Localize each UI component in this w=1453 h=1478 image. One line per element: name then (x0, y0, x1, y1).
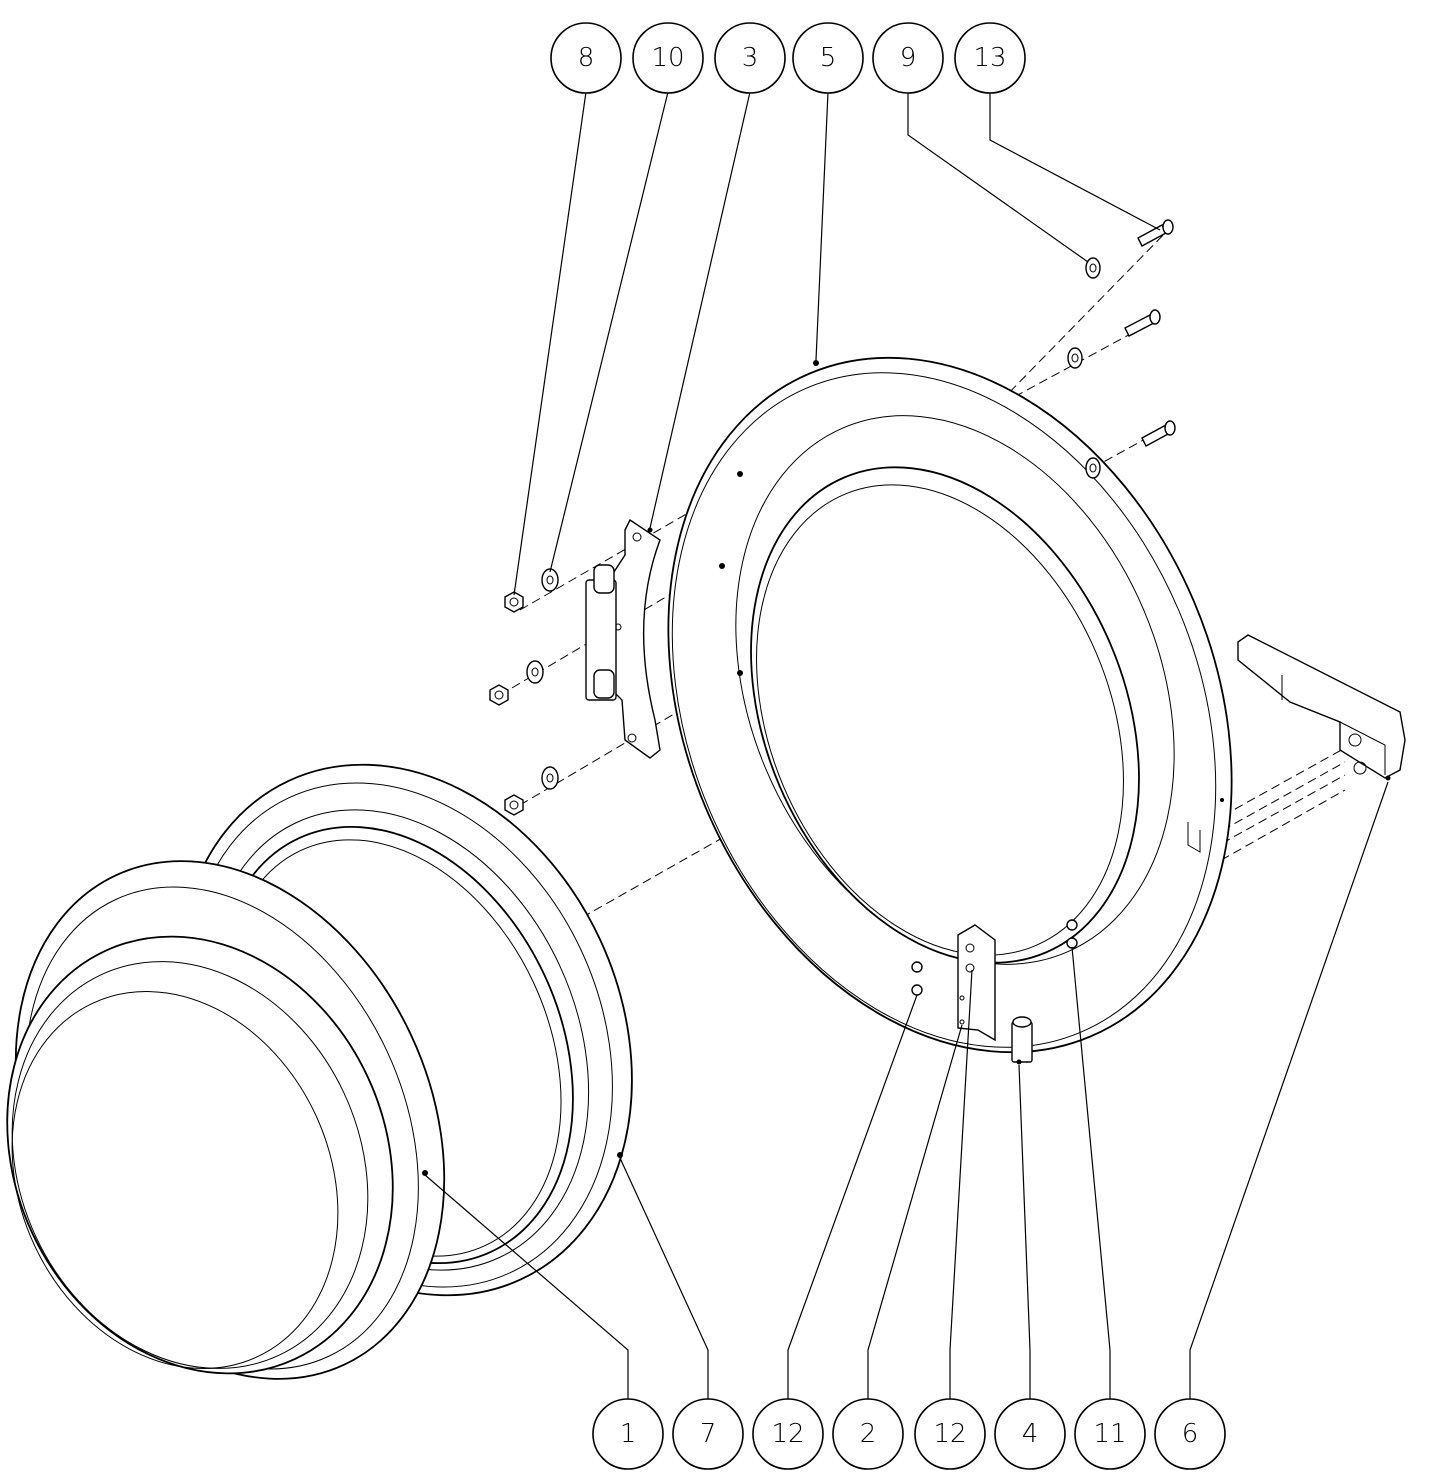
callout-12-left: 12 (752, 1398, 824, 1470)
door-frame-ring (667, 356, 1233, 1054)
callout-3: 3 (714, 22, 786, 94)
callout-13: 13 (954, 22, 1026, 94)
callout-label: 8 (578, 43, 595, 73)
callout-label: 11 (1093, 1419, 1126, 1449)
callout-label: 10 (651, 43, 684, 73)
hinge-plate (585, 518, 661, 759)
callout-label: 1 (620, 1419, 637, 1449)
callout-10: 10 (632, 22, 704, 94)
callout-12-right: 12 (914, 1398, 986, 1470)
callout-label: 12 (771, 1419, 804, 1449)
hinge-bracket (911, 919, 1078, 1042)
callout-label: 13 (973, 43, 1006, 73)
hinge-pin-block (1011, 1016, 1033, 1065)
callout-11: 11 (1074, 1398, 1146, 1470)
callout-9: 9 (872, 22, 944, 94)
door-glass-bowl (6, 860, 446, 1380)
callout-7: 7 (672, 1398, 744, 1470)
callout-label: 4 (1022, 1419, 1039, 1449)
callout-label: 7 (700, 1419, 717, 1449)
nuts-and-washers (489, 568, 559, 816)
callouts-top: 8 10 3 5 9 13 (550, 22, 1026, 94)
callout-1: 1 (592, 1398, 664, 1470)
callout-2: 2 (832, 1398, 904, 1470)
callout-label: 2 (860, 1419, 877, 1449)
callout-label: 5 (820, 43, 837, 73)
callout-6: 6 (1154, 1398, 1226, 1470)
callout-5: 5 (792, 22, 864, 94)
bolts-and-washers (1067, 219, 1176, 479)
door-handle (1237, 634, 1406, 781)
callout-label: 6 (1182, 1419, 1199, 1449)
callout-label: 12 (933, 1419, 966, 1449)
callout-label: 9 (900, 43, 917, 73)
callout-label: 3 (742, 43, 759, 73)
callouts-bottom: 1 7 12 2 12 4 11 6 (592, 1398, 1226, 1470)
leader-lines (424, 91, 1389, 1400)
callout-8: 8 (550, 22, 622, 94)
callout-4: 4 (994, 1398, 1066, 1470)
